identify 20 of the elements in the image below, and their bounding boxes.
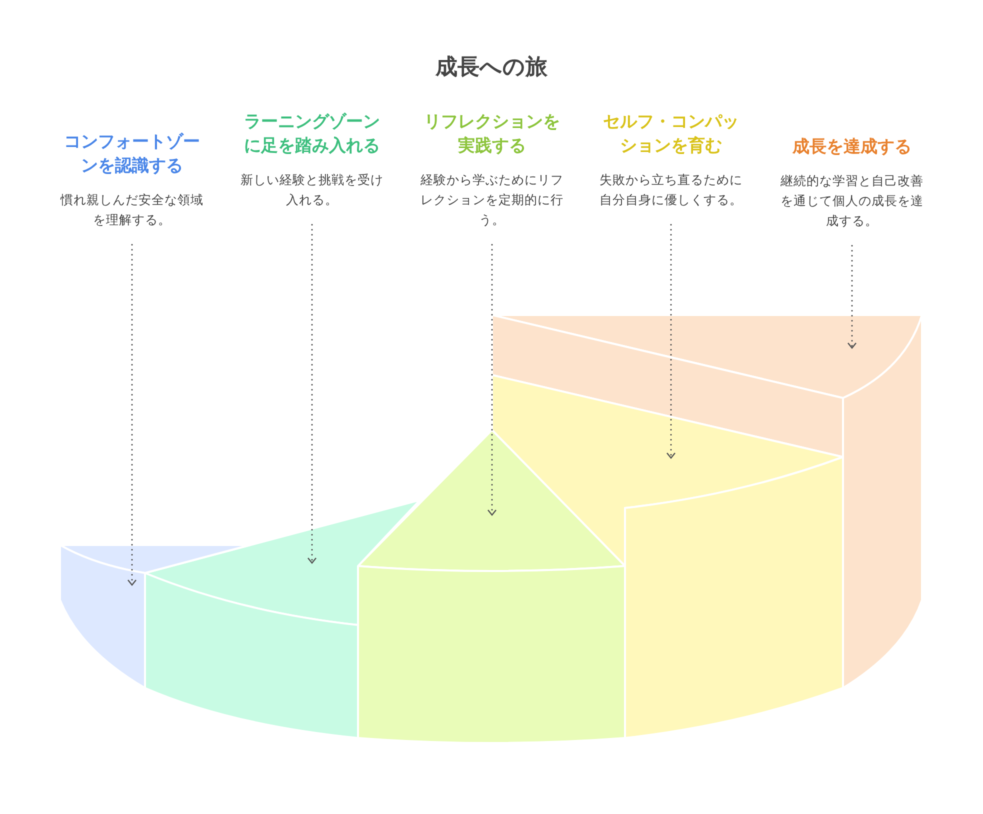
leader-line [666,224,676,459]
leader-line [847,245,857,349]
step-description: 慣れ親しんだ安全な領域を理解する。 [59,191,204,229]
step-heading: 成長を達成する [791,136,912,159]
pie-segment [59,544,251,689]
step-description: 経験から学ぶためにリフレクションを定期的に行う。 [420,171,564,229]
leader-line [487,244,497,516]
leader-line [127,244,137,586]
pie-segment [357,429,626,744]
step-heading: ラーニングゾーンに足を踏み入れる [243,111,381,158]
step-description: 失敗から立ち直るために自分自身に優しくする。 [598,171,744,209]
step-description: 継続的な学習と自己改善を通じて個人の成長を達成する。 [780,172,924,230]
leader-line [307,224,317,564]
pie-segment [491,314,923,689]
pie-segment [491,374,844,739]
step-description: 新しい経験と挑戦を受け入れる。 [240,171,384,209]
diagram-title: 成長への旅 [434,54,548,82]
step-heading: セルフ・コンパッションを育む [602,111,740,158]
step-heading: コンフォートゾーンを認識する [63,131,201,178]
step-heading: リフレクションを実践する [423,111,561,158]
